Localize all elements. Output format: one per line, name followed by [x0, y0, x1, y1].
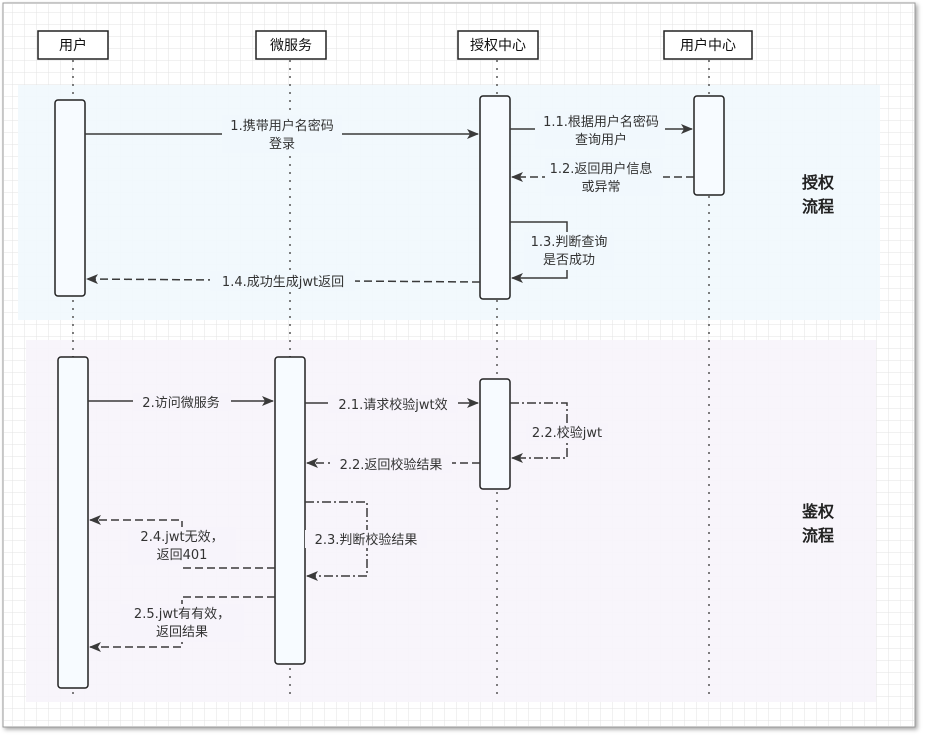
message-label-bg-1-2: [545, 158, 663, 196]
actor-micro: 微服务: [255, 30, 327, 60]
message-label-2-3: 2.3.判断校验结果: [315, 532, 418, 548]
message-label-bg-2-3: [305, 530, 427, 548]
message-label-1-4: 1.4.成功生成jwt返回: [222, 275, 344, 290]
message-label-1-1-line1: 1.1.根据用户名密码: [543, 114, 659, 130]
message-label-bg-1-1: [535, 111, 665, 149]
message-label-2-4-line1: 2.4.jwt无效，: [140, 530, 223, 545]
activation-user-2: [57, 356, 89, 689]
section-label-authz-line2: 流程: [802, 526, 834, 545]
message-label-2-5-line2: 返回结果: [156, 625, 208, 640]
actor-ucenter-label: 用户中心: [680, 37, 736, 54]
actor-ucenter: 用户中心: [663, 30, 753, 60]
message-label-2-4-line2: 返回401: [157, 548, 208, 563]
section-label-auth-line1: 授权: [802, 173, 835, 192]
message-label-1-2-line2: 或异常: [581, 180, 620, 195]
actor-micro-label: 微服务: [270, 38, 312, 54]
message-label-2-2b: 2.2.返回校验结果: [340, 457, 443, 473]
message-label-bg-1-3: [524, 232, 614, 270]
message-label-bg-2-5: [120, 604, 244, 642]
message-label-1-1-line2: 查询用户: [575, 132, 627, 148]
message-label-2: 2.访问微服务: [142, 395, 219, 411]
section-label-authz-line1: 鉴权: [801, 502, 835, 521]
activation-micro-2: [274, 356, 306, 665]
message-label-1-2-line1: 1.2.返回用户信息: [550, 161, 653, 177]
actor-auth: 授权中心: [457, 30, 539, 60]
message-label-bg-2-4: [128, 527, 236, 565]
message-label-1-line1: 1.携带用户名密码: [230, 118, 333, 134]
message-arrow-2-2a: [510, 402, 568, 463]
activation-auth-2: [479, 378, 511, 490]
message-arrow-2-4: [89, 515, 275, 569]
message-label-1-line2: 登录: [269, 137, 295, 152]
message-label-2-2a: 2.2.校验jwt: [532, 425, 602, 441]
message-label-bg-1: [222, 115, 342, 153]
auth-flow-band: [18, 85, 880, 320]
message-label-bg-2: [133, 393, 231, 411]
message-label-bg-2-2b: [330, 455, 452, 473]
section-label-auth-line2: 流程: [802, 197, 834, 216]
message-label-bg-1-4: [210, 271, 355, 291]
actor-auth-label: 授权中心: [470, 38, 526, 54]
actor-user: 用户: [37, 30, 109, 60]
message-label-1-3-line2: 是否成功: [543, 253, 595, 268]
activation-ucenter-1: [693, 95, 725, 196]
message-label-2-5-line1: 2.5.jwt有有效，: [134, 607, 230, 622]
actor-user-label: 用户: [59, 37, 87, 54]
message-label-1-3-line1: 1.3.判断查询: [531, 235, 608, 250]
message-label-bg-2-1: [328, 395, 458, 413]
activation-auth-1: [479, 95, 511, 300]
message-label-bg-2-2a: [526, 423, 608, 441]
activation-user-1: [54, 99, 86, 297]
message-label-2-1: 2.1.请求校验jwt效: [338, 397, 447, 413]
